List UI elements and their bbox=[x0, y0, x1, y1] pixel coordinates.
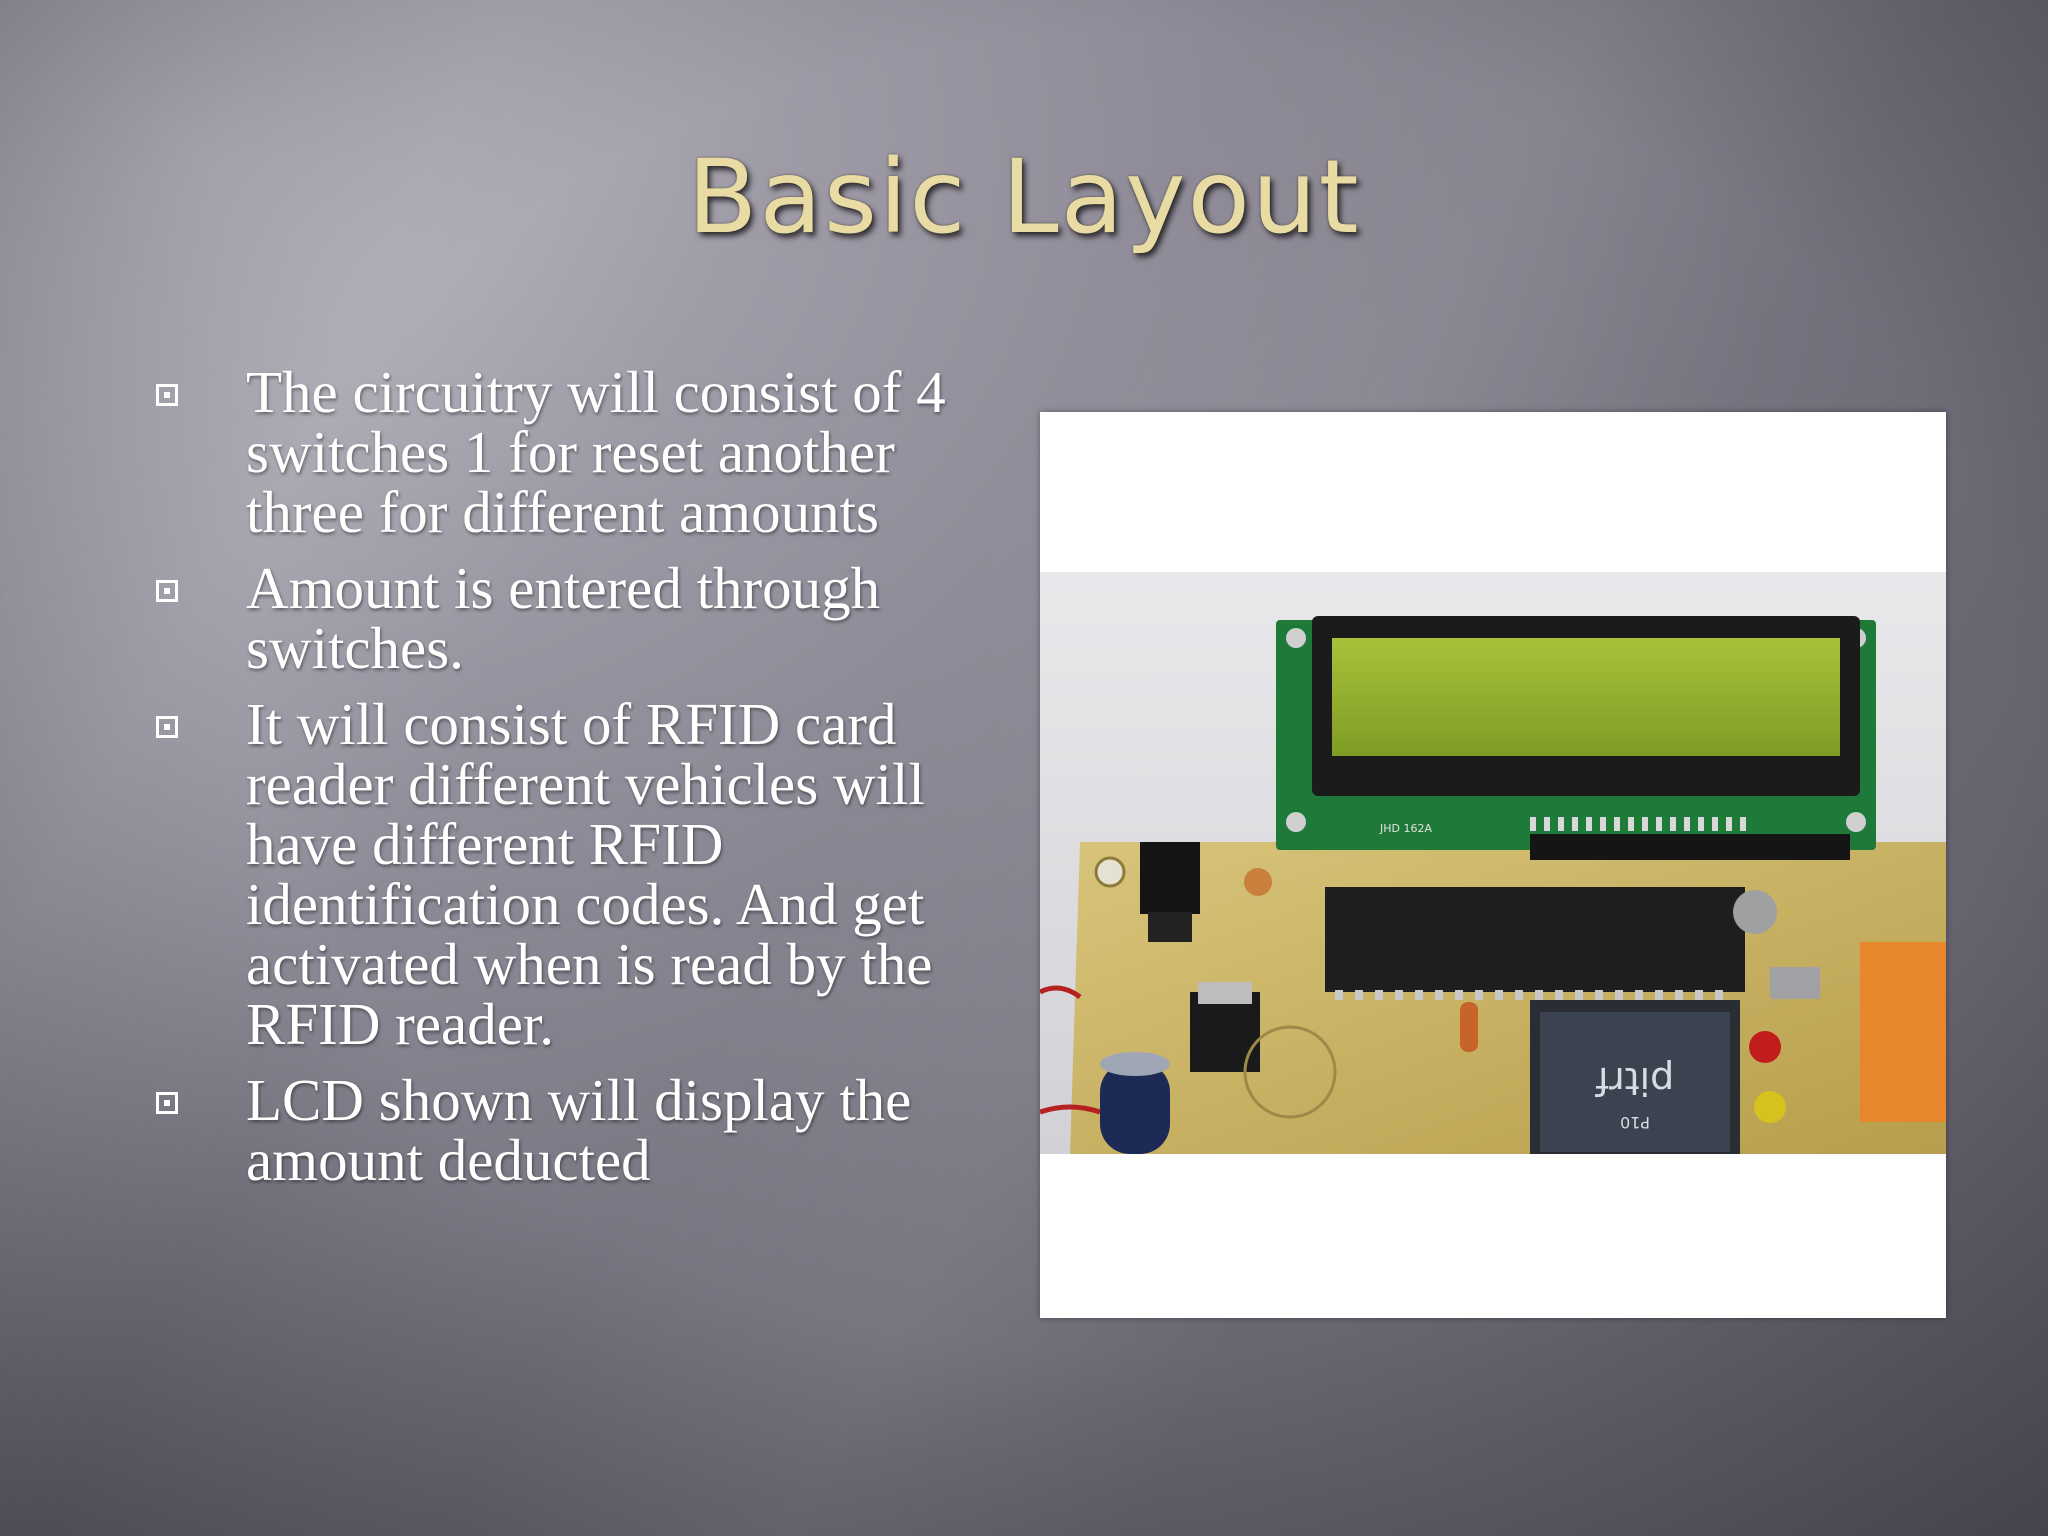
bullet-text: The circuitry will consist of 4 switches… bbox=[246, 359, 946, 545]
bullet-list: The circuitry will consist of 4 switches… bbox=[150, 362, 1010, 1206]
square-bullet-icon bbox=[156, 1092, 178, 1114]
rfid-module-label: pitrf bbox=[1594, 1059, 1674, 1103]
bullet-text: It will consist of RFID card reader diff… bbox=[246, 691, 933, 1057]
bullet-item: It will consist of RFID card reader diff… bbox=[150, 694, 1010, 1054]
bullet-item: LCD shown will display the amount deduct… bbox=[150, 1070, 1010, 1190]
square-bullet-icon bbox=[156, 384, 178, 406]
bullet-item: The circuitry will consist of 4 switches… bbox=[150, 362, 1010, 542]
circuit-board-photo: JHD 162A pitrf P10 bbox=[1040, 412, 1946, 1318]
lcd-model-label: JHD 162A bbox=[1379, 822, 1432, 835]
circuit-board-image: JHD 162A pitrf P10 bbox=[1040, 572, 1946, 1154]
bullet-text: Amount is entered through switches. bbox=[246, 555, 881, 681]
bullet-text: LCD shown will display the amount deduct… bbox=[246, 1067, 912, 1193]
rfid-module-code: P10 bbox=[1620, 1113, 1650, 1132]
bullet-item: Amount is entered through switches. bbox=[150, 558, 1010, 678]
square-bullet-icon bbox=[156, 716, 178, 738]
slide-title: Basic Layout bbox=[687, 138, 1361, 257]
square-bullet-icon bbox=[156, 580, 178, 602]
